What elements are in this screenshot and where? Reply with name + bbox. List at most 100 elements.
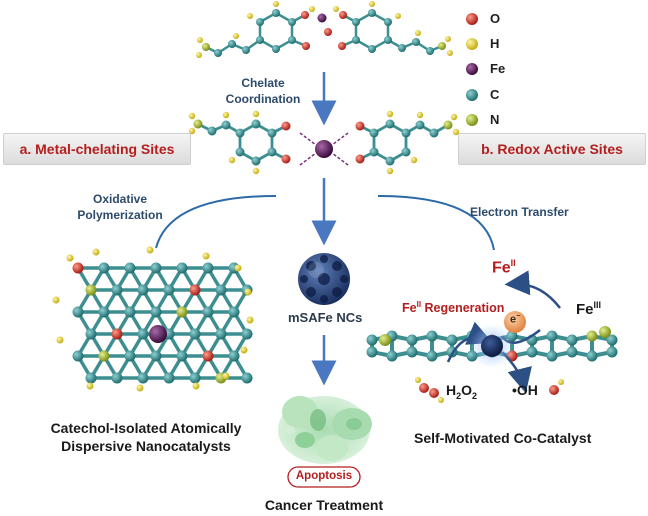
hydrogen-atom <box>66 254 74 262</box>
hydrogen-atom <box>192 382 200 390</box>
carbon-atom <box>85 372 97 384</box>
sheet-atom <box>446 334 458 346</box>
fe-single-atom <box>149 325 167 343</box>
carbon-atom <box>228 306 240 318</box>
carbon-atom <box>189 372 201 384</box>
carbon-atom <box>124 306 136 318</box>
redox-active-banner: b. Redox Active Sites <box>458 133 646 165</box>
arrow-fe-reduction <box>504 270 561 309</box>
legend-n: N <box>490 112 500 127</box>
carbon-atom <box>137 328 149 340</box>
nitrogen-atom <box>379 334 391 346</box>
fe-regeneration-label: FeII Regeneration <box>402 300 505 316</box>
apoptosis-cells <box>278 396 372 464</box>
oxygen-atom <box>72 262 84 274</box>
hydrogen-atom <box>246 316 254 324</box>
sheet-atom <box>366 334 378 346</box>
oh-molecule <box>549 379 564 395</box>
oxygen-atom <box>202 350 214 362</box>
h2o2-label: H2O2 <box>446 382 478 401</box>
sheet-atom <box>606 346 618 358</box>
carbon-atom <box>215 284 227 296</box>
carbon-atom <box>215 328 227 340</box>
apoptosis-badge <box>287 466 361 488</box>
catechol-caption-1: Catechol-Isolated Atomically <box>50 420 242 436</box>
carbon-atom <box>163 284 175 296</box>
chelate-label-2: Coordination <box>225 92 301 106</box>
hydrogen-atom <box>202 252 210 260</box>
hydrogen-atom <box>244 288 252 296</box>
legend-atoms <box>466 13 478 126</box>
hydrogen-atom <box>56 336 64 344</box>
carbon-atom <box>163 372 175 384</box>
nitrogen-atom <box>176 306 188 318</box>
sheet-atom <box>366 346 378 358</box>
carbon-atom <box>241 372 253 384</box>
nitrogen-atom <box>98 350 110 362</box>
sheet-atom <box>586 350 598 362</box>
carbon-atom <box>137 284 149 296</box>
sheet-atom <box>546 350 558 362</box>
hydrogen-atom <box>222 372 230 380</box>
carbon-atom <box>111 372 123 384</box>
carbon-atom <box>98 262 110 274</box>
hydrogen-atom <box>136 384 144 392</box>
hydrogen-atom <box>86 382 94 390</box>
carbon-atom <box>72 306 84 318</box>
curve-right <box>377 195 495 251</box>
carbon-atom <box>150 350 162 362</box>
self-motivated-caption: Self-Motivated Co-Catalyst <box>414 430 592 446</box>
electron-icon <box>504 311 526 333</box>
fe-ii-label: FeII <box>492 258 516 277</box>
middle-molecule <box>188 110 460 175</box>
legend-c: C <box>490 87 500 102</box>
sheet-atom <box>406 346 418 358</box>
carbon-atom <box>202 262 214 274</box>
sheet-atom <box>386 350 398 362</box>
oxidative-label-1: Oxidative <box>92 192 148 206</box>
hydrogen-atom <box>52 296 60 304</box>
carbon-atom <box>111 284 123 296</box>
sheet-atom <box>526 346 538 358</box>
carbon-atom <box>202 306 214 318</box>
sheet-atom <box>406 334 418 346</box>
sheet-atom <box>426 350 438 362</box>
fe-center-atom <box>315 140 333 158</box>
fe-iii-label: FeIII <box>576 300 602 318</box>
chelate-label-1: Chelate <box>241 76 285 90</box>
carbon-atom <box>72 350 84 362</box>
hydrogen-atom <box>240 346 248 354</box>
msafe-label: mSAFe NCs <box>288 310 363 325</box>
hydrogen-atom <box>92 248 100 256</box>
carbon-atom <box>241 328 253 340</box>
legend-fe: Fe <box>490 61 506 76</box>
h2o2-molecule <box>415 377 444 403</box>
cancer-treatment-label: Cancer Treatment <box>264 497 384 513</box>
carbon-atom <box>98 306 110 318</box>
polymer-network <box>52 246 254 392</box>
hydrogen-atom <box>234 264 242 272</box>
catechol-caption-2: Dispersive Nanocatalysts <box>61 438 231 454</box>
electron-label: e− <box>510 313 521 326</box>
sheet-atom <box>606 334 618 346</box>
carbon-atom <box>124 350 136 362</box>
nitrogen-atom <box>85 284 97 296</box>
carbon-atom <box>85 328 97 340</box>
carbon-atom <box>150 262 162 274</box>
top-molecule <box>196 1 453 58</box>
oh-label: •OH <box>512 382 538 398</box>
carbon-atom <box>137 372 149 384</box>
sheet-atom <box>566 334 578 346</box>
carbon-atom <box>176 350 188 362</box>
apoptosis-label: Apoptosis <box>295 470 353 482</box>
carbon-atom <box>150 306 162 318</box>
hydrogen-atom <box>146 246 154 254</box>
curve-left <box>155 195 277 249</box>
nitrogen-atom <box>599 326 611 338</box>
metal-chelating-banner: a. Metal-chelating Sites <box>3 133 191 165</box>
legend-o: O <box>490 11 501 26</box>
sheet-atom <box>546 330 558 342</box>
carbon-atom <box>176 262 188 274</box>
sheet-atom <box>566 346 578 358</box>
